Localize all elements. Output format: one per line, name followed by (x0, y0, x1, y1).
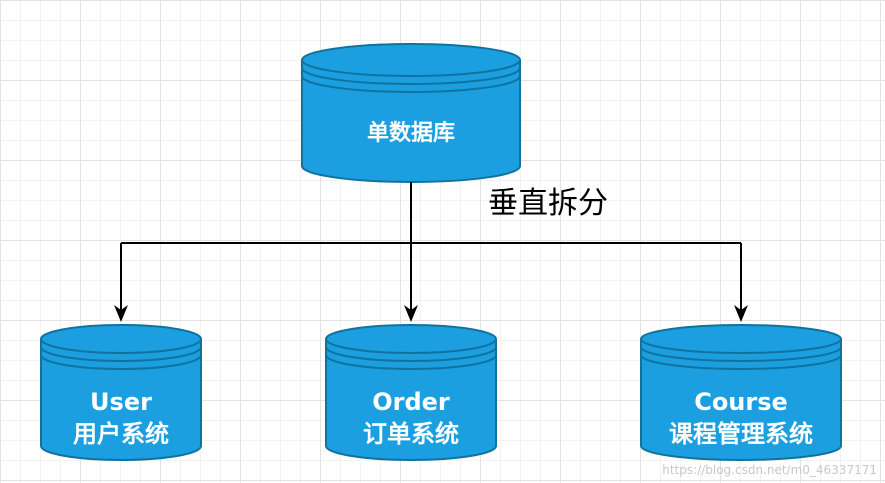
order-database-label: Order 订单系统 (326, 386, 496, 450)
arrowhead-course-icon (734, 305, 748, 322)
arrowhead-user-icon (114, 305, 128, 322)
order-database-subtitle: 订单系统 (363, 420, 459, 448)
user-database-cylinder[interactable] (40, 324, 202, 461)
order-database-cylinder[interactable] (325, 324, 497, 461)
order-database-title: Order (372, 388, 450, 416)
course-database-cylinder[interactable] (640, 324, 842, 461)
split-label: 垂直拆分 (488, 186, 608, 221)
main-database-label: 单数据库 (302, 118, 520, 150)
connector-lines (120, 182, 742, 312)
arrowheads (114, 305, 748, 322)
course-database-subtitle: 课程管理系统 (669, 420, 813, 448)
user-database-label: User 用户系统 (41, 386, 201, 450)
main-database-name: 单数据库 (366, 121, 455, 146)
course-database-label: Course 课程管理系统 (641, 386, 841, 450)
main-database-cylinder[interactable] (301, 43, 521, 183)
course-database-title: Course (694, 388, 788, 416)
arrowhead-order-icon (404, 305, 418, 322)
watermark: https://blog.csdn.net/m0_46337171 (662, 463, 877, 477)
user-database-subtitle: 用户系统 (73, 420, 169, 448)
user-database-title: User (90, 388, 152, 416)
